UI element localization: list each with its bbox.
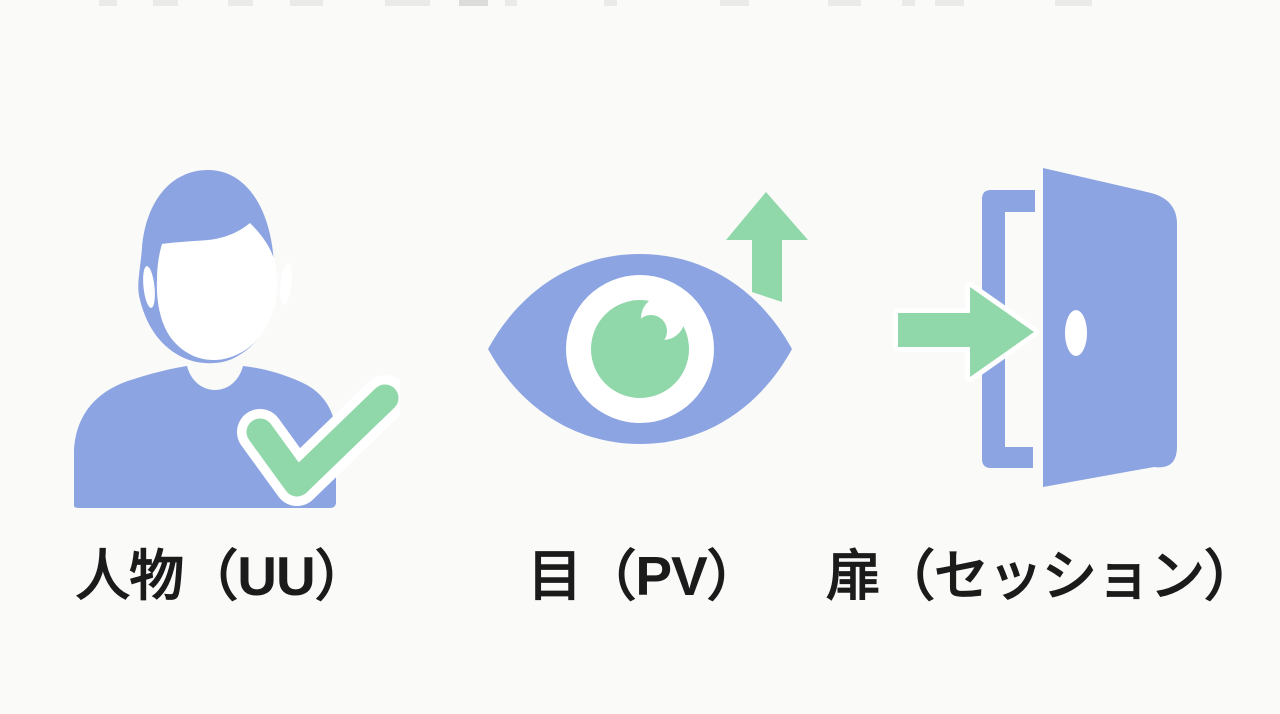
cropped-text-artifact [153,0,178,6]
cropped-text-artifact [228,0,253,6]
door-knob [1065,310,1087,356]
label-pv: 目（PV） [527,545,761,607]
cropped-text-artifact [828,0,861,6]
eye-with-up-arrow-icon [488,192,808,444]
person-ear-gap-right [280,263,292,305]
entry-arrow-icon [898,287,1034,377]
cropped-text-artifact [290,0,323,6]
door-panel [1043,168,1177,487]
cropped-text-artifact [385,0,430,6]
person-with-checkmark-icon [74,170,400,508]
cropped-text-artifact [99,0,117,6]
checkmark-icon [246,384,399,497]
cropped-text-artifact [1055,0,1092,6]
cropped-text-artifact [902,0,915,6]
cropped-text-artifact [935,0,964,6]
eye-highlight-carve [635,315,667,347]
door-frame [982,190,1035,468]
door-with-entry-arrow-icon [893,168,1177,487]
person-ear-gap-left [143,266,155,308]
up-arrow-icon [726,192,808,302]
person-face [156,223,278,361]
cropped-text-artifact [459,0,488,6]
cropped-text-artifact [505,0,517,6]
label-session: 扉（セッション） [825,545,1259,607]
label-uu: 人物（UU） [75,545,369,607]
cropped-text-artifact [720,0,749,6]
cropped-text-artifact [604,0,617,6]
